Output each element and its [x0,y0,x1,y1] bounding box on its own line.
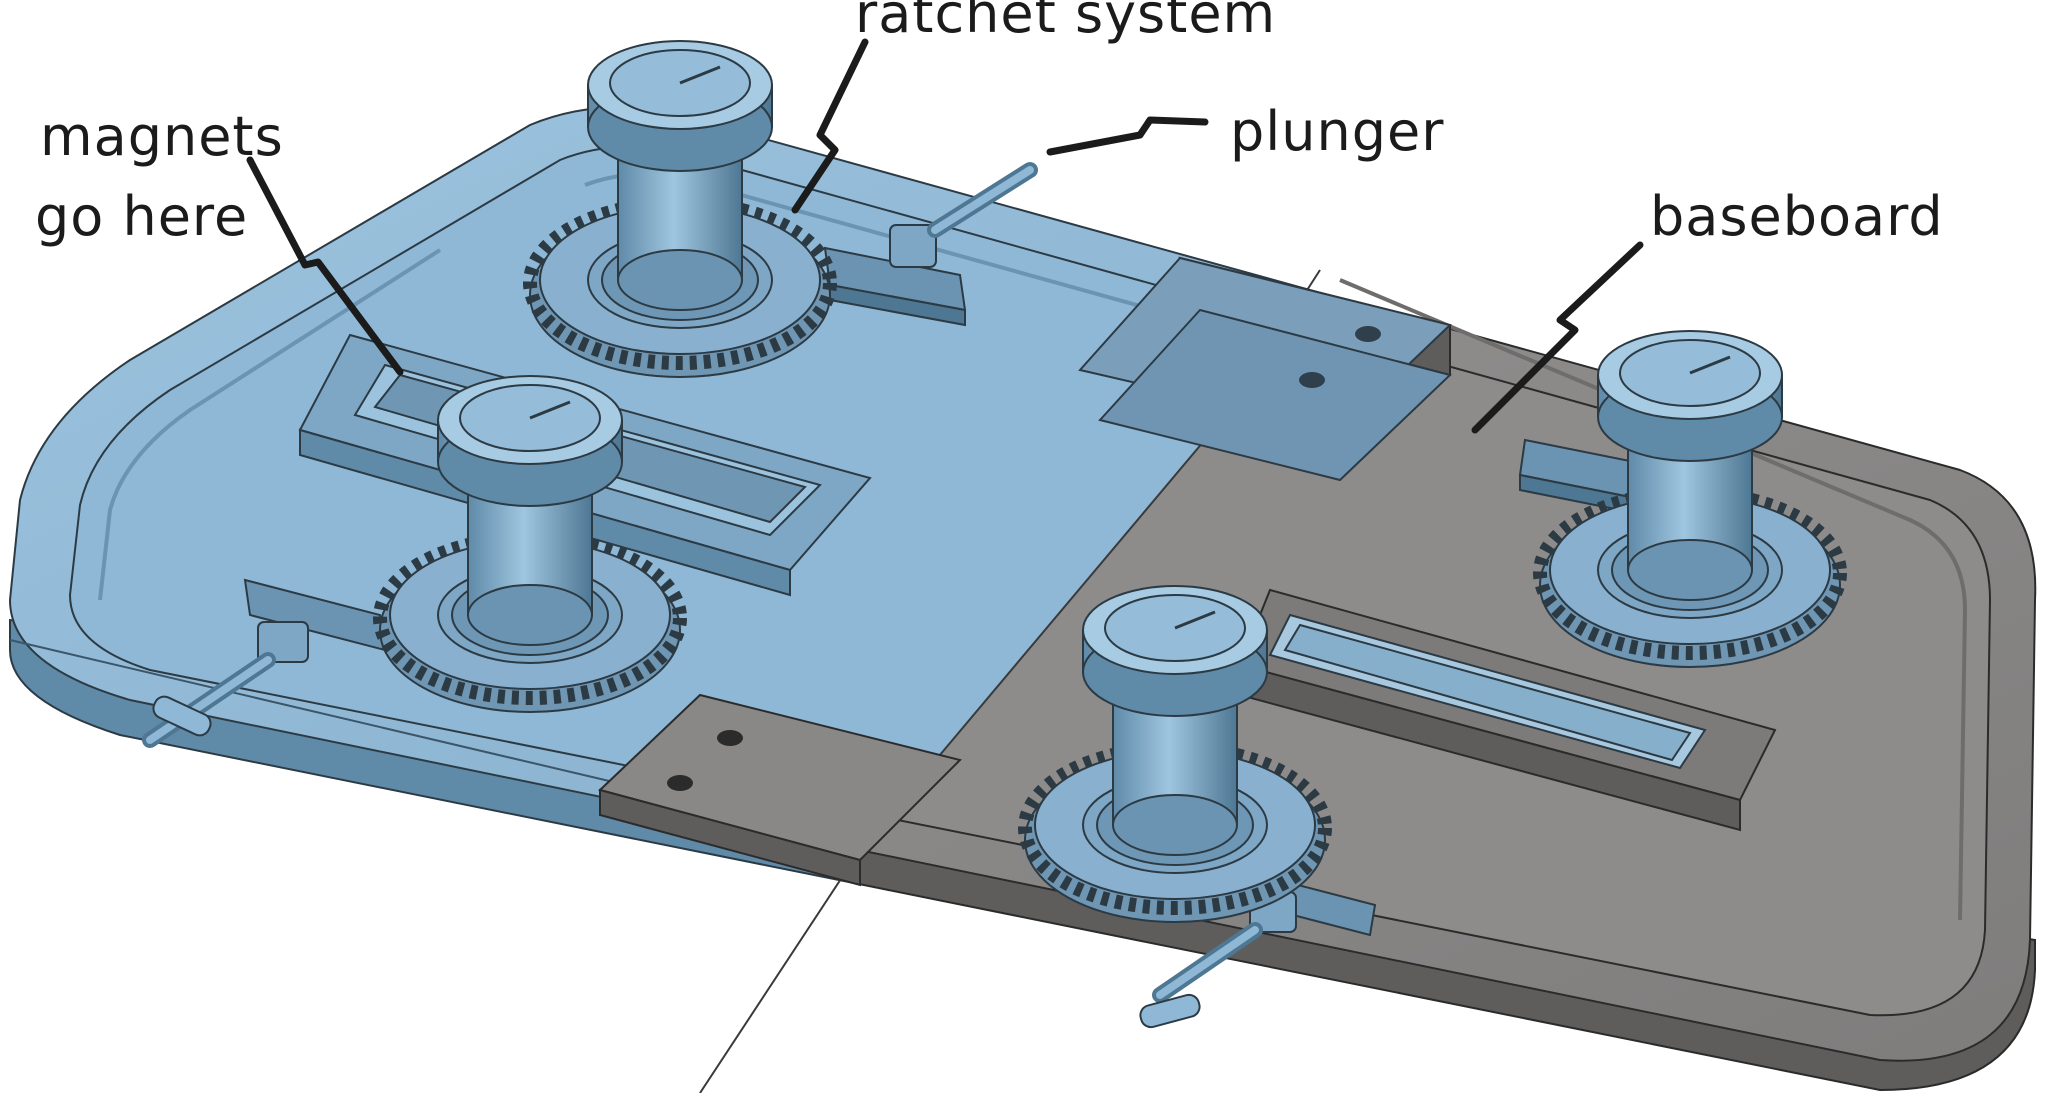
plunger-arm-left [142,578,387,748]
annotation-ratchet: ratchet system [791,0,1276,214]
annotation-baseboard: baseboard [1471,185,1944,434]
connector-tab-upper [1078,256,1453,482]
label-go-here: go here [35,185,248,248]
annotation-plunger: plunger [1046,100,1444,163]
magnet-slot-right [1238,588,1777,832]
annotation-magnets: magnets go here [35,105,404,376]
plunger-arm-top [823,162,1038,327]
label-plunger: plunger [1230,100,1444,163]
connector-tab-lower [598,693,962,887]
label-ratchet-system: ratchet system [855,0,1276,45]
label-baseboard: baseboard [1650,185,1944,248]
label-magnets: magnets [40,105,284,168]
